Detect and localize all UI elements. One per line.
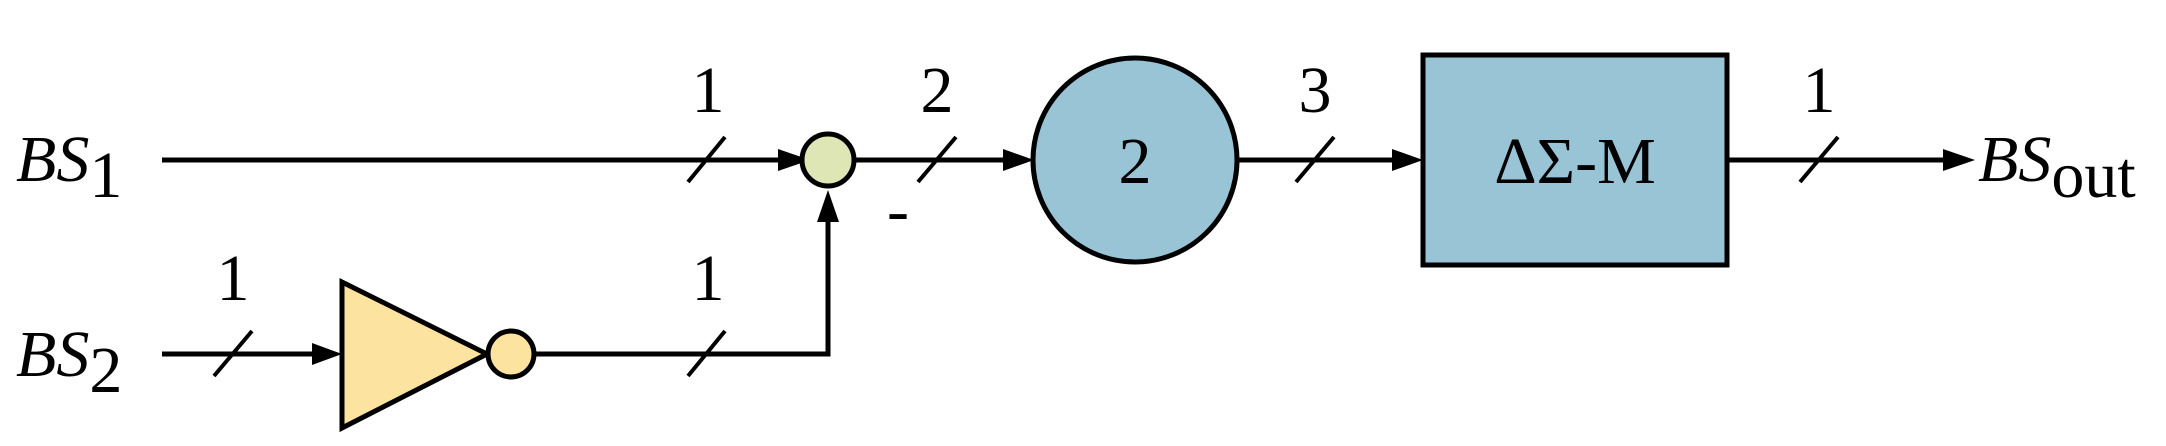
inverter-bubble	[485, 328, 537, 380]
inverter-triangle	[339, 277, 493, 433]
bus-tick-bs1	[686, 135, 727, 184]
wire-inverter-to-adder	[534, 222, 831, 357]
arrowhead-modulator-input	[1392, 149, 1423, 171]
adder-sign-label: -	[887, 174, 909, 247]
bus-width-adder-out: 2	[921, 54, 954, 127]
input-label-bs1: BS1	[16, 123, 122, 212]
input-label-bs2: BS2	[16, 318, 122, 407]
multiplier-label: 2	[1119, 125, 1152, 198]
bus-width-output: 1	[1803, 54, 1836, 127]
bus-tick-adder-out	[916, 135, 958, 184]
adder-node	[799, 131, 857, 189]
modulator-label: ΔΣ-M	[1494, 125, 1656, 198]
bus-tick-inverter-out	[686, 329, 727, 378]
bus-tick-multiplier-out	[1294, 135, 1336, 184]
arrowhead-multiplier-input	[1003, 149, 1034, 171]
arrowhead-adder-input	[778, 149, 810, 171]
bus-width-inverter-out: 1	[692, 242, 725, 315]
bus-tick-output	[1798, 135, 1840, 184]
bus-tick-bs2	[212, 329, 254, 378]
bus-width-bs2: 1	[217, 242, 250, 315]
bus-width-bs1: 1	[692, 54, 725, 127]
arrowhead-inverter-input	[312, 343, 342, 365]
bus-width-multiplier-out: 3	[1299, 54, 1332, 127]
output-label-bsout: BSout	[1978, 123, 2136, 212]
arrowhead-output	[1943, 149, 1975, 171]
arrowhead-adder-bottom	[817, 190, 839, 222]
